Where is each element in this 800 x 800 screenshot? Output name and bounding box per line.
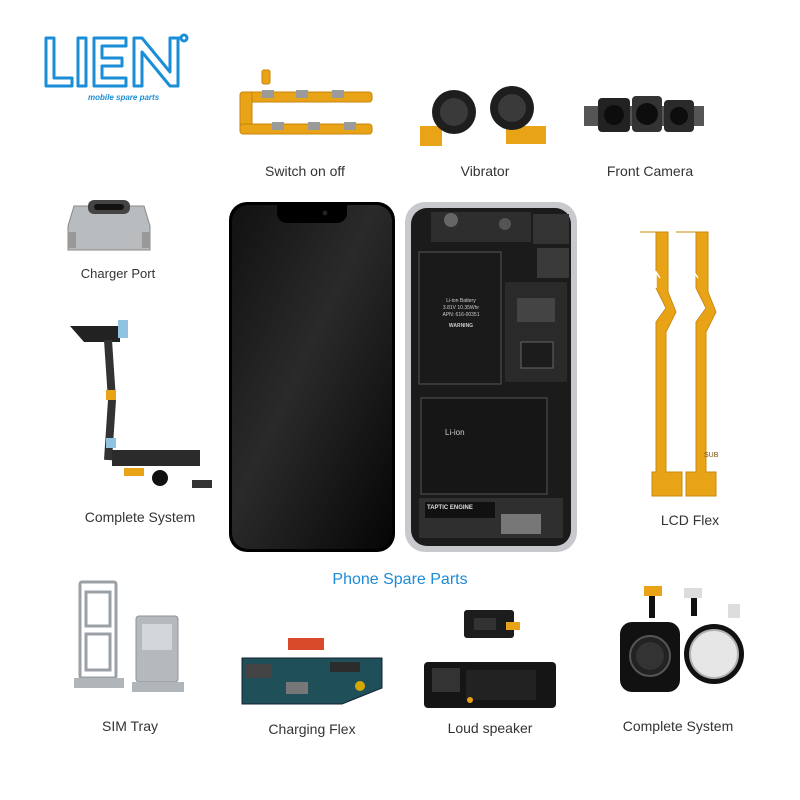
charger-port-label: Charger Port — [80, 266, 156, 281]
charging-flex-label: Charging Flex — [268, 721, 356, 737]
complete-system-right-image — [618, 584, 744, 710]
switch-flex-image — [232, 68, 373, 152]
center-title: Phone Spare Parts — [332, 571, 468, 588]
battery-line2: 3.81V 10.35Whr — [442, 305, 480, 311]
battery-1-label: Li-ion Battery 3.81V 10.35Whr APN: 616-0… — [435, 298, 487, 330]
battery-warning: WARNING — [448, 323, 474, 329]
lcd-flex-sub-text: SUB — [704, 452, 719, 459]
charger-port-image — [64, 196, 154, 258]
complete-system-right-label: Complete System — [622, 718, 734, 734]
logo-tagline: mobile spare parts — [88, 93, 160, 102]
lcd-flex-label: LCD Flex — [660, 512, 720, 528]
sim-tray-image — [74, 578, 186, 704]
brand-logo: mobile spare parts — [40, 32, 190, 108]
complete-system-left-image — [64, 320, 214, 496]
battery-2-recycle: Li-ion — [445, 428, 465, 437]
complete-system-left-label: Complete System — [84, 509, 196, 525]
phone-internals-back: Li-ion Battery 3.81V 10.35Whr APN: 616-0… — [405, 202, 577, 552]
switch-label: Switch on off — [265, 163, 345, 179]
sim-tray-label: SIM Tray — [101, 718, 158, 734]
front-camera-label: Front Camera — [606, 163, 694, 179]
lcd-flex-image: SUB — [636, 228, 720, 500]
phone-screen-front — [229, 202, 395, 552]
loud-speaker-image — [420, 608, 558, 712]
loud-speaker-label: Loud speaker — [447, 720, 533, 736]
logo-mark — [44, 33, 189, 88]
battery-line1: Li-ion Battery — [446, 298, 476, 304]
vibrator-image — [414, 86, 554, 152]
battery-line3: APN: 616-00351 — [442, 312, 480, 318]
vibrator-label: Vibrator — [460, 163, 510, 179]
front-camera-image — [584, 96, 704, 136]
charging-flex-image — [238, 638, 388, 708]
taptic-engine-label: TAPTIC ENGINE — [427, 505, 473, 511]
